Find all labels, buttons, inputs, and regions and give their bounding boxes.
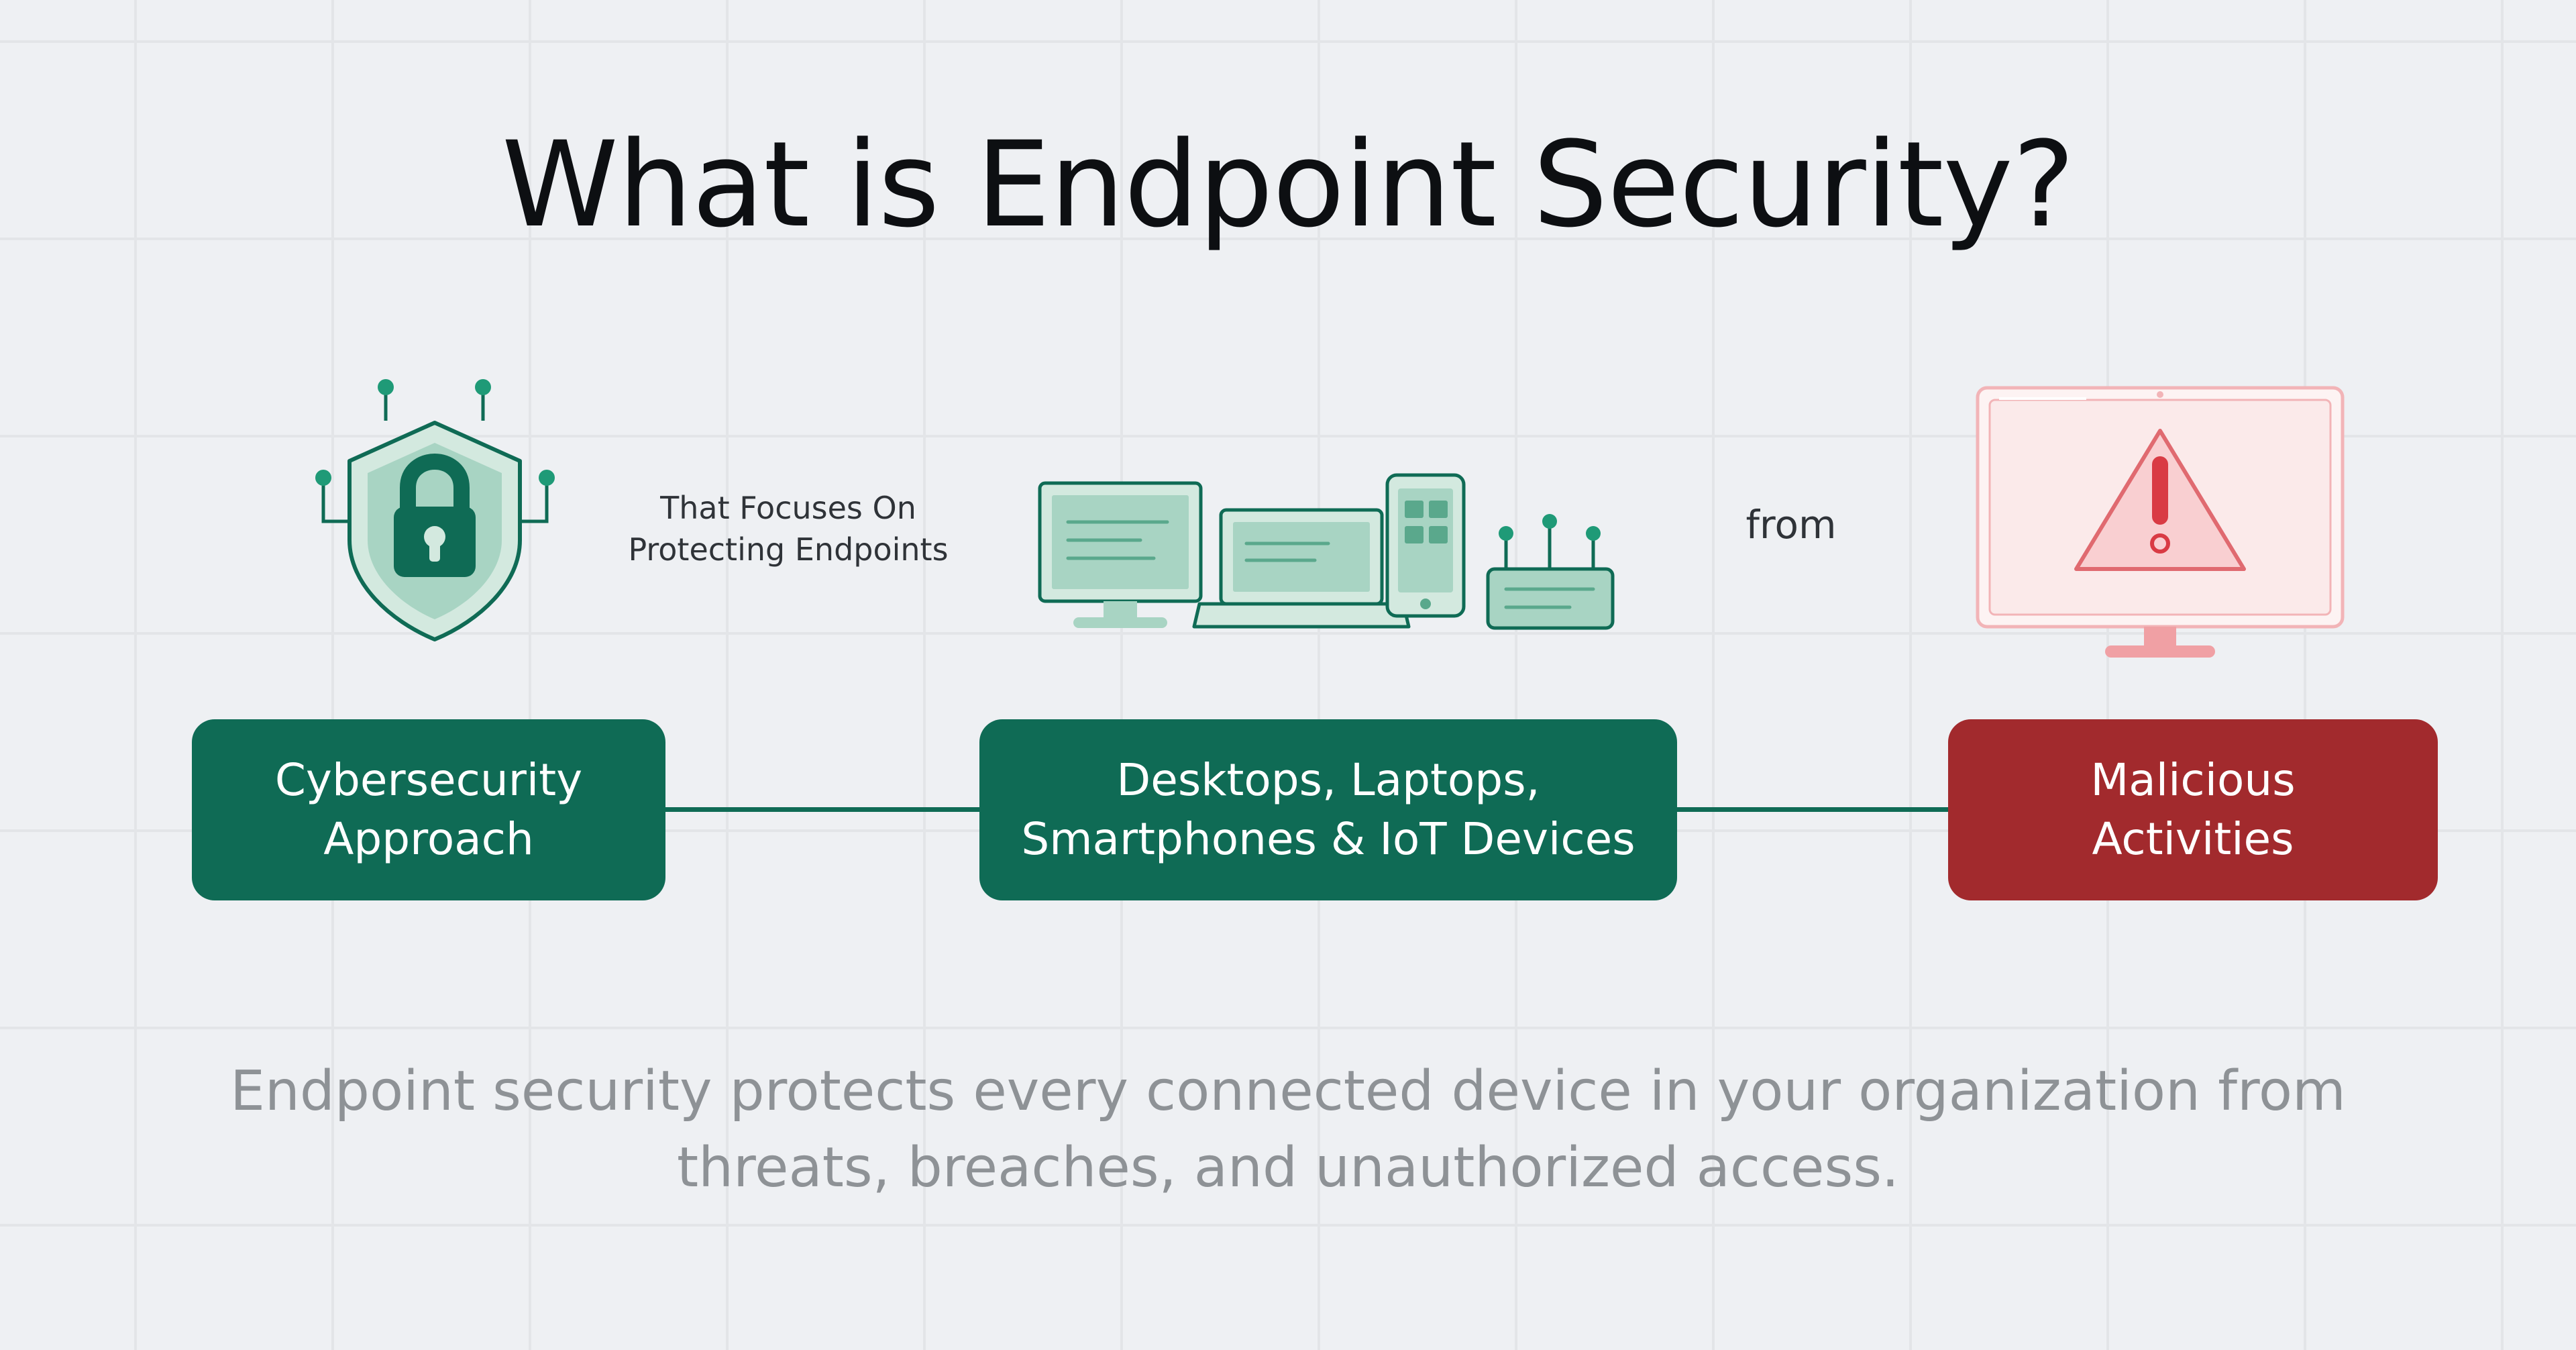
warning-monitor-icon bbox=[1976, 386, 2345, 658]
smartphone-icon bbox=[1385, 473, 1466, 618]
description-text: Endpoint security protects every connect… bbox=[201, 1053, 2375, 1206]
description-line-1: Endpoint security protects every connect… bbox=[230, 1059, 2346, 1123]
approach-box: Cybersecurity Approach bbox=[192, 719, 665, 900]
router-icon bbox=[1486, 514, 1615, 630]
connector-caption: That Focuses On Protecting Endpoints bbox=[590, 487, 986, 570]
connector-line-2 bbox=[1674, 807, 1948, 812]
threats-line-1: Malicious bbox=[2090, 754, 2296, 806]
desktop-icon bbox=[1038, 481, 1203, 628]
description-line-2: threats, breaches, and unauthorized acce… bbox=[676, 1136, 1900, 1200]
threats-box: Malicious Activities bbox=[1948, 719, 2438, 900]
approach-line-1: Cybersecurity bbox=[274, 754, 583, 806]
threats-line-2: Activities bbox=[2092, 813, 2294, 865]
caption-line-1: That Focuses On bbox=[660, 490, 916, 526]
page-title: What is Endpoint Security? bbox=[501, 116, 2075, 254]
devices-line-2: Smartphones & IoT Devices bbox=[1021, 813, 1635, 865]
caption-line-2: Protecting Endpoints bbox=[628, 531, 949, 568]
devices-box: Desktops, Laptops, Smartphones & IoT Dev… bbox=[979, 719, 1677, 900]
shield-lock-icon bbox=[315, 379, 555, 641]
from-label: from bbox=[1746, 502, 1837, 548]
devices-line-1: Desktops, Laptops, bbox=[1116, 754, 1540, 806]
approach-line-2: Approach bbox=[323, 813, 534, 865]
connector-line-1 bbox=[664, 807, 981, 812]
devices-icon bbox=[1038, 473, 1615, 630]
laptop-icon bbox=[1192, 508, 1411, 629]
